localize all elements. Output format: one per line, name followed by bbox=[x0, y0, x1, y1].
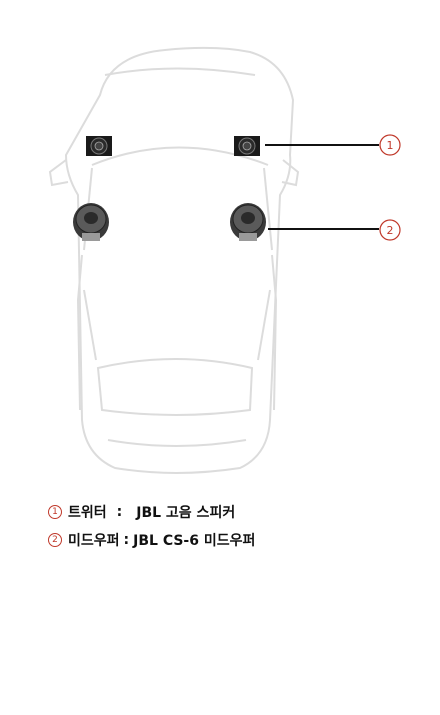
legend-name: 미드우퍼 bbox=[68, 533, 120, 549]
car-body bbox=[64, 46, 295, 474]
callout-2-circle bbox=[379, 219, 401, 241]
legend-number: 2 bbox=[48, 533, 62, 547]
legend-separator: : bbox=[123, 532, 130, 548]
speaker-legend: 1 트위터 : JBL 고음 스피커 2 미드우퍼 : JBL CS-6 미드우… bbox=[48, 498, 428, 554]
midwoofer-left-icon bbox=[73, 203, 109, 241]
rear-window bbox=[96, 358, 254, 416]
midwoofer-right-icon bbox=[230, 203, 266, 241]
right-rear-pillar bbox=[257, 289, 271, 361]
legend-spec: JBL CS-6 미드우퍼 bbox=[133, 533, 256, 549]
left-door-line bbox=[76, 254, 83, 411]
car-speaker-diagram: 1 2 bbox=[48, 46, 401, 474]
legend-number: 1 bbox=[48, 505, 62, 519]
callout-2-number: 2 bbox=[387, 224, 394, 237]
legend-name: 트위터 bbox=[68, 505, 107, 521]
front-pillar-right bbox=[263, 167, 273, 251]
tweeter-right-icon bbox=[234, 136, 260, 156]
tweeter-left-icon bbox=[86, 136, 112, 156]
hood-line bbox=[104, 67, 256, 76]
legend-spec: JBL 고음 스피커 bbox=[136, 505, 236, 521]
trunk-line bbox=[107, 439, 247, 447]
windshield bbox=[91, 146, 269, 166]
callout-1-circle bbox=[379, 134, 401, 156]
legend-item-midwoofer: 2 미드우퍼 : JBL CS-6 미드우퍼 bbox=[48, 526, 428, 554]
legend-item-tweeter: 1 트위터 : JBL 고음 스피커 bbox=[48, 498, 428, 526]
callout-1-number: 1 bbox=[387, 139, 394, 152]
left-rear-pillar bbox=[83, 289, 97, 361]
right-mirror bbox=[281, 159, 300, 187]
legend-separator: : bbox=[116, 504, 123, 520]
right-door-line bbox=[271, 254, 278, 411]
car-outline bbox=[48, 46, 300, 474]
left-mirror bbox=[48, 159, 69, 187]
